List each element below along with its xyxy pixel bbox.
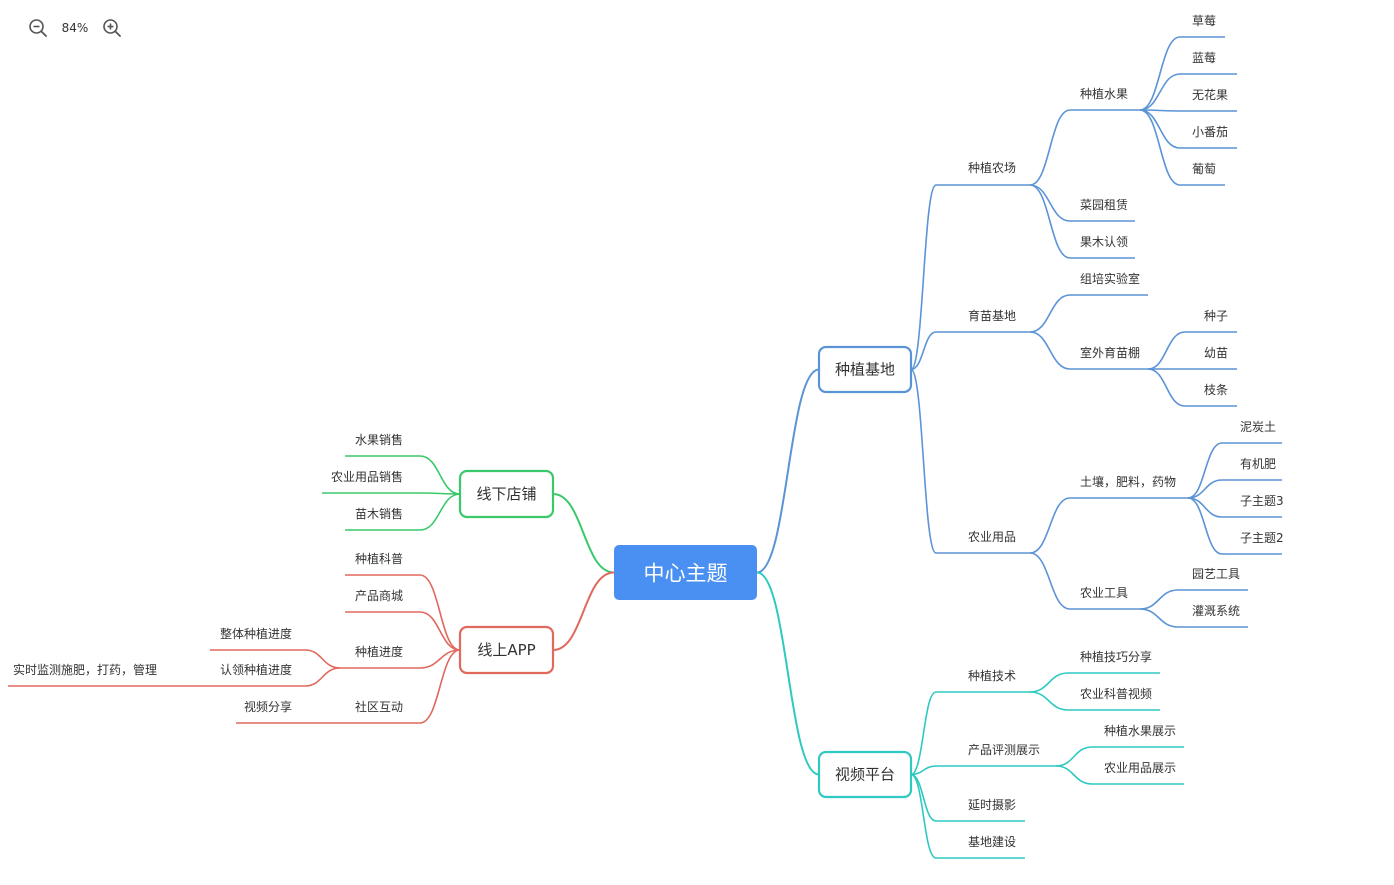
topic-label[interactable]: 种植科普 xyxy=(355,551,403,566)
connector-line xyxy=(1187,442,1223,499)
topic-label[interactable]: 蓝莓 xyxy=(1192,51,1216,65)
branch-label[interactable]: 线上APP xyxy=(477,641,535,659)
topic-label[interactable]: 种植水果展示 xyxy=(1104,723,1176,738)
connector-line xyxy=(1029,497,1071,554)
topic-label[interactable]: 幼苗 xyxy=(1204,346,1228,360)
connector-line xyxy=(756,368,820,574)
zoom-out-icon xyxy=(29,19,47,37)
branch-label[interactable]: 线下店铺 xyxy=(476,485,536,503)
connector-line xyxy=(304,667,341,687)
connector-line xyxy=(1139,589,1179,610)
topic-label[interactable]: 无花果 xyxy=(1192,87,1228,102)
topic-label[interactable]: 灌溉系统 xyxy=(1192,604,1240,618)
branch-label[interactable]: 种植基地 xyxy=(835,361,895,379)
topic-label[interactable]: 延时摄影 xyxy=(968,797,1016,812)
topic-label[interactable]: 育苗基地 xyxy=(968,308,1016,323)
zoom-level: 84% xyxy=(61,21,89,35)
topic-label[interactable]: 水果销售 xyxy=(355,432,403,447)
topic-label[interactable]: 整体种植进度 xyxy=(220,626,292,641)
connector-line xyxy=(1029,691,1069,711)
topic-label[interactable]: 产品商城 xyxy=(355,588,403,603)
connector-line xyxy=(1139,36,1181,111)
connector-line xyxy=(1139,109,1181,149)
connector-line xyxy=(304,649,341,669)
topic-label[interactable]: 组培实验室 xyxy=(1080,271,1140,286)
topic-label[interactable]: 农业用品 xyxy=(968,530,1016,544)
connector-line xyxy=(756,571,820,776)
topic-label[interactable]: 有机肥 xyxy=(1240,457,1276,471)
root-topic-label[interactable]: 中心主题 xyxy=(644,562,728,586)
topic-label[interactable]: 视频分享 xyxy=(244,699,292,714)
topic-label[interactable]: 种植农场 xyxy=(968,160,1016,175)
connector-line xyxy=(910,773,937,859)
topic-label[interactable]: 种子 xyxy=(1204,309,1228,323)
topic-label[interactable]: 种植进度 xyxy=(355,644,403,659)
topic-label[interactable]: 草莓 xyxy=(1192,14,1216,28)
connector-line xyxy=(910,691,937,776)
topic-label[interactable]: 农业工具 xyxy=(1080,586,1128,600)
topic-label[interactable]: 农业科普视频 xyxy=(1080,686,1152,701)
connector-line xyxy=(419,649,461,724)
connector-line xyxy=(419,455,461,495)
root-topic-node[interactable] xyxy=(614,545,757,600)
connector-line xyxy=(552,493,615,574)
connector-line xyxy=(1147,368,1186,407)
topic-label[interactable]: 认领种植进度 xyxy=(220,662,292,677)
connector-line xyxy=(419,574,461,651)
connector-line xyxy=(910,184,937,371)
topic-label[interactable]: 菜园租赁 xyxy=(1080,198,1128,212)
topic-label[interactable]: 室外育苗棚 xyxy=(1080,345,1140,360)
topic-label[interactable]: 种植技巧分享 xyxy=(1080,649,1152,664)
connector-line xyxy=(1029,331,1071,370)
topic-label[interactable]: 子主题3 xyxy=(1240,494,1284,508)
zoom-toolbar: 84% xyxy=(24,14,126,42)
connector-line xyxy=(910,368,937,554)
topic-label[interactable]: 社区互动 xyxy=(355,699,403,714)
connector-line xyxy=(419,611,461,651)
topic-label[interactable]: 农业用品销售 xyxy=(331,469,403,484)
topic-label[interactable]: 种植水果 xyxy=(1080,86,1128,101)
topic-label[interactable]: 果木认领 xyxy=(1080,235,1128,249)
connector-line xyxy=(1029,109,1071,186)
connector-line xyxy=(1187,497,1223,555)
topic-label[interactable]: 基地建设 xyxy=(968,835,1016,849)
connector-line xyxy=(910,331,937,371)
topic-label[interactable]: 苗木销售 xyxy=(355,506,403,521)
topic-label[interactable]: 小番茄 xyxy=(1192,125,1228,139)
topic-label[interactable]: 土壤，肥料，药物 xyxy=(1080,474,1176,489)
topic-label[interactable]: 农业用品展示 xyxy=(1104,761,1176,775)
connector-line xyxy=(1029,184,1071,222)
connector-line xyxy=(1029,552,1071,610)
connector-line xyxy=(1147,331,1186,370)
connector-line xyxy=(910,765,937,776)
connector-line xyxy=(1139,73,1181,111)
topic-label[interactable]: 产品评测展示 xyxy=(968,743,1040,757)
topic-label[interactable]: 子主题2 xyxy=(1240,531,1284,545)
connector-line xyxy=(419,493,461,531)
connector-line xyxy=(1139,109,1181,186)
zoom-in-icon xyxy=(103,19,121,37)
connector-line xyxy=(1029,672,1069,693)
topic-label[interactable]: 枝条 xyxy=(1204,382,1228,397)
connector-line xyxy=(552,571,615,651)
zoom-in-button[interactable] xyxy=(98,14,126,42)
connector-line xyxy=(1139,608,1179,628)
zoom-out-button[interactable] xyxy=(24,14,52,42)
topic-label[interactable]: 葡萄 xyxy=(1192,162,1216,176)
topic-label[interactable]: 园艺工具 xyxy=(1192,567,1240,581)
topic-label[interactable]: 实时监测施肥，打药，管理 xyxy=(13,662,157,677)
connector-line xyxy=(1187,479,1223,499)
connector-line xyxy=(1029,184,1071,259)
connector-line xyxy=(1055,765,1093,785)
connector-line xyxy=(1055,746,1093,767)
topic-label[interactable]: 泥炭土 xyxy=(1240,420,1276,434)
connector-line xyxy=(1029,294,1071,333)
topic-label[interactable]: 种植技术 xyxy=(968,668,1016,683)
branch-label[interactable]: 视频平台 xyxy=(835,766,895,784)
